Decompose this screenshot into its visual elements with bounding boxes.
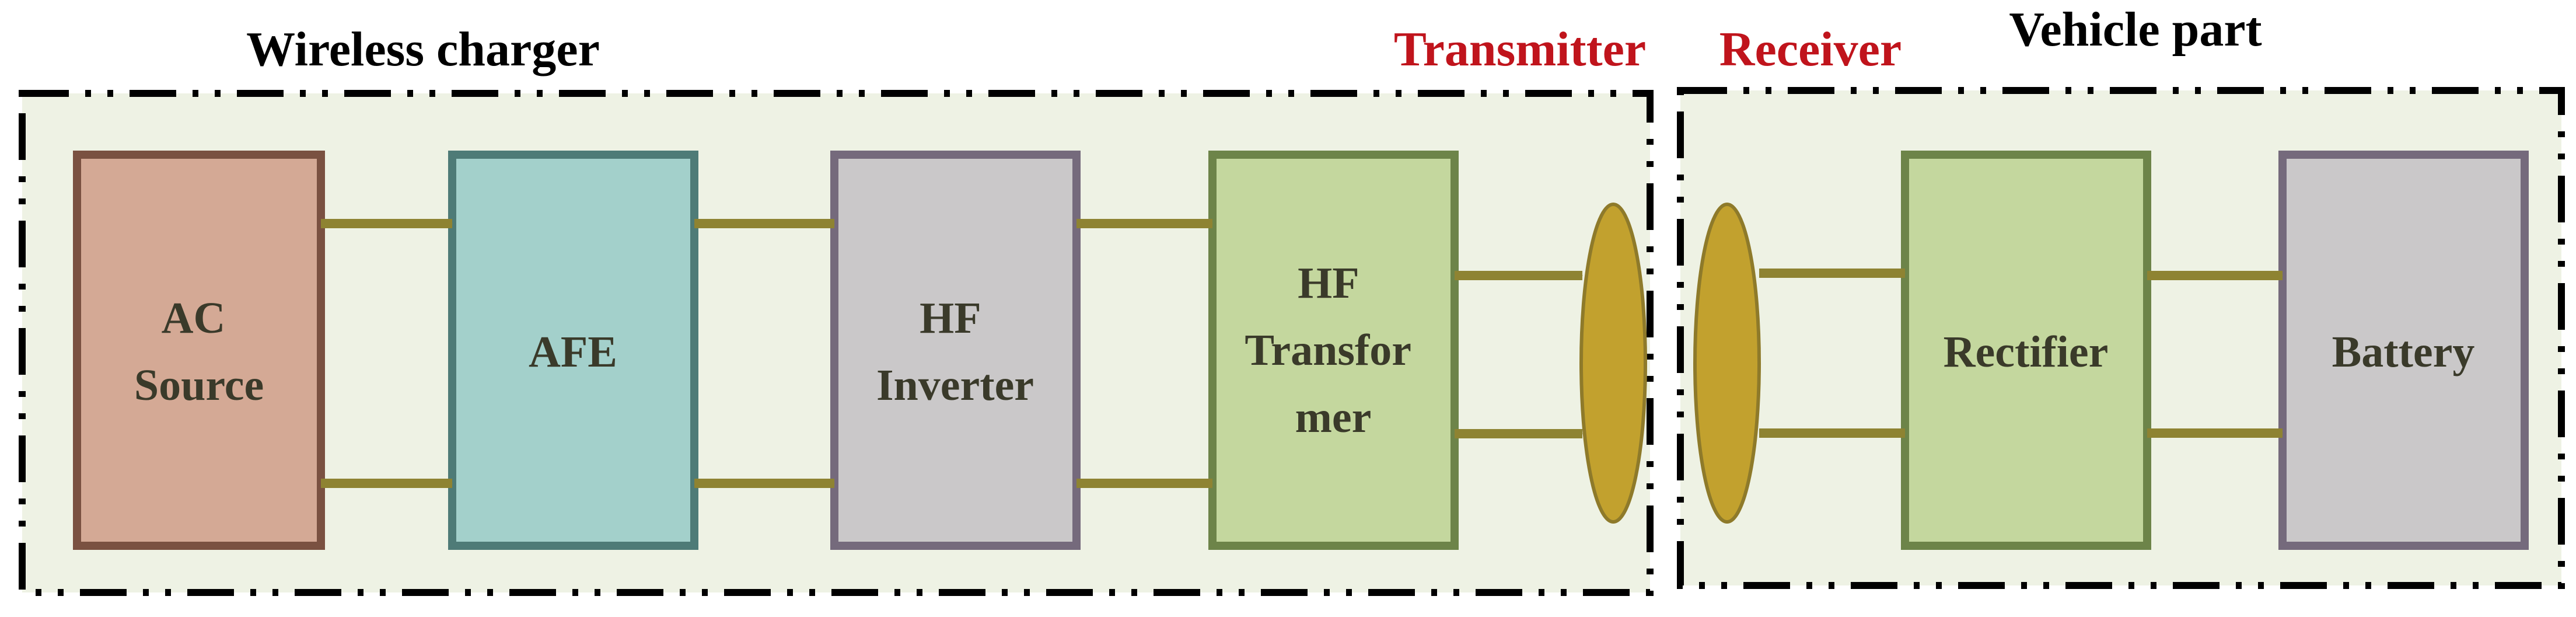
afe-line-1: AFE: [529, 327, 617, 377]
battery-block: [2278, 151, 2529, 550]
hf-transformer-line-3: mer: [1295, 393, 1372, 442]
receiver-label: Receiver: [1719, 22, 1902, 76]
ac-source-line-1: AC: [162, 294, 226, 343]
ac-source-block: [73, 151, 325, 550]
hf-transformer-label: HF Transfor mer: [1245, 259, 1421, 442]
transmitter-label: Transmitter: [1394, 22, 1646, 76]
rectifier-line-1: Rectifier: [1944, 327, 2109, 377]
hf-inverter-line-1: HF: [920, 294, 980, 343]
rectifier-label: Rectifier: [1944, 327, 2109, 377]
battery-label: Battery: [2332, 327, 2475, 377]
wireless-charger-label: Wireless charger: [246, 22, 600, 76]
ac-source-line-2: Source: [134, 361, 264, 410]
afe-label: AFE: [529, 327, 617, 377]
hf-inverter-label: HF Inverter: [876, 294, 1034, 410]
hf-inverter-block: [830, 151, 1081, 550]
rectifier-block: [1901, 151, 2151, 550]
afe-block: [448, 151, 698, 550]
hf-transformer-block: [1208, 151, 1459, 550]
transmitter-coil: [1579, 203, 1647, 524]
vehicle-part-label: Vehicle part: [2009, 2, 2262, 57]
hf-transformer-line-2: Transfor: [1245, 326, 1411, 375]
hf-inverter-line-2: Inverter: [876, 361, 1034, 410]
signal-arrows: [321, 219, 2283, 488]
battery-line-1: Battery: [2332, 327, 2475, 377]
hf-transformer-line-1: HF: [1298, 259, 1358, 308]
receiver-coil: [1693, 203, 1761, 524]
ac-source-label: AC Source: [134, 294, 264, 410]
